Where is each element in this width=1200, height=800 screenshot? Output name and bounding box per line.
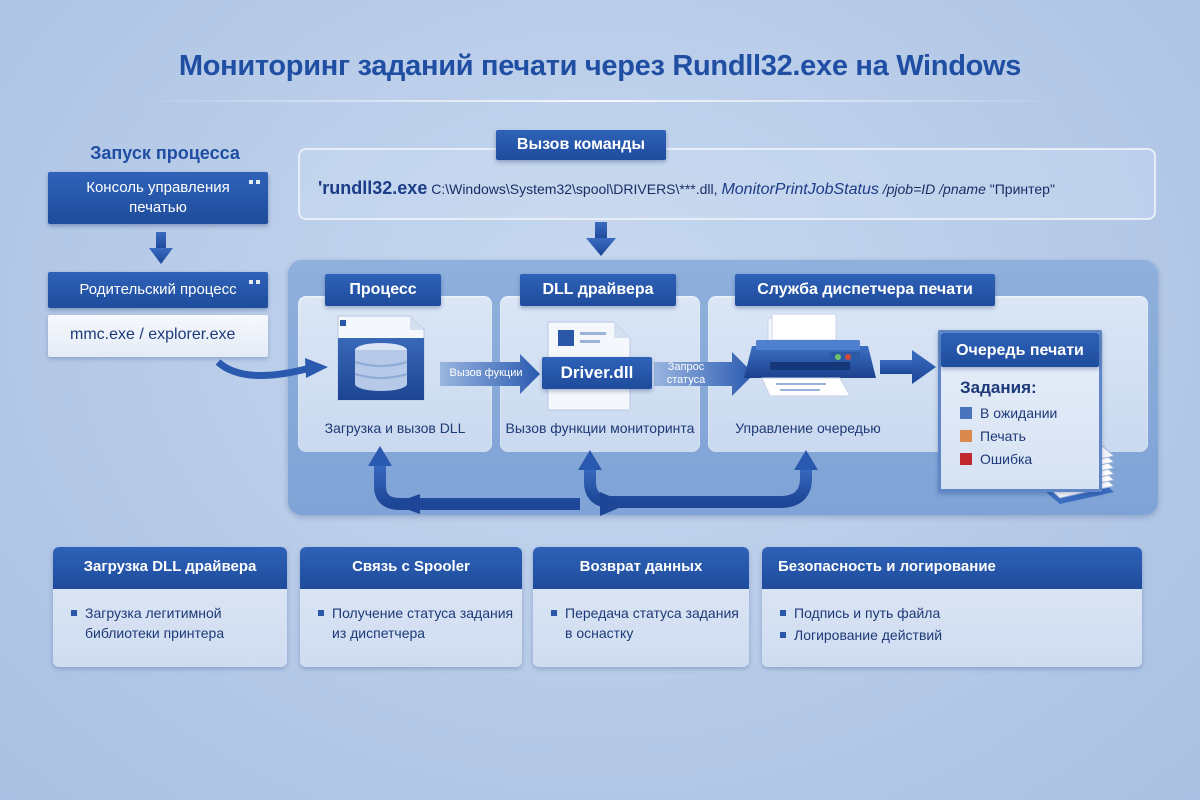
process-label: Процесс	[325, 274, 441, 306]
card-bullet-row: Передача статуса задания в оснастку	[551, 603, 749, 643]
print-queue-title: Очередь печати	[941, 333, 1099, 367]
card-security-logging: Безопасность и логирование Подпись и пут…	[762, 547, 1142, 667]
spooler-label: Служба диспетчера печати	[735, 274, 995, 306]
card-line: Загрузка легитимной	[85, 605, 222, 621]
window-dots-icon	[249, 180, 260, 184]
queue-item-label: Печать	[980, 428, 1026, 444]
queue-item-error: Ошибка	[960, 451, 1032, 467]
call-function-text: Вызов фукции	[449, 367, 523, 379]
parent-exe-box: mmc.exe / explorer.exe	[48, 315, 268, 357]
command-box	[298, 148, 1156, 220]
page-title: Мониторинг заданий печати через Rundll32…	[178, 50, 1022, 82]
down-arrow-console	[149, 232, 173, 264]
driver-dll-label: Driver.dll	[542, 357, 652, 389]
command-printer: "Принтер"	[989, 181, 1055, 197]
queue-item-printing: Печать	[960, 428, 1026, 444]
launch-process-heading: Запуск процесса	[90, 143, 240, 163]
card-line: Логирование действий	[794, 627, 943, 643]
process-window-icon	[337, 315, 425, 401]
card-spooler-link: Связь с Spooler Получение статуса задани…	[300, 547, 522, 667]
status-square-icon	[960, 430, 972, 442]
curved-arrow-to-process	[215, 358, 328, 379]
card-line: Получение статуса задания	[332, 605, 514, 621]
queue-item-waiting: В ожидании	[960, 405, 1057, 421]
bullet-icon	[71, 610, 77, 616]
card-bullet-row: Загрузка легитимной библиотеки принтера	[71, 603, 287, 643]
parent-process-box: Родительский процесс	[48, 272, 268, 308]
arrow-status-request	[654, 352, 754, 396]
card-line: Передача статуса задания	[565, 605, 739, 621]
queue-jobs-label: Задания:	[960, 378, 1037, 397]
queue-item-label: Ошибка	[980, 451, 1033, 467]
card-line: из диспетчера	[332, 625, 426, 641]
process-caption: Загрузка и вызов DLL	[324, 420, 466, 436]
card-title: Загрузка DLL драйвера	[53, 547, 287, 589]
command-args: /pjob=ID /pname	[878, 181, 990, 197]
spooler-caption: Управление очередью	[735, 420, 881, 436]
bullet-icon	[780, 610, 786, 616]
command-line: 'rundll32.exe C:\Windows\System32\spool\…	[318, 178, 1055, 199]
status-request-text-2: статуса	[666, 374, 706, 386]
title-divider	[130, 100, 1070, 102]
command-path: C:\Windows\System32\spool\DRIVERS\***.dl…	[427, 181, 722, 197]
card-driver-dll-loading: Загрузка DLL драйвера Загрузка легитимно…	[53, 547, 287, 667]
print-management-console-box: Консоль управления печатью	[48, 172, 268, 224]
printer-icon	[744, 313, 876, 397]
command-exe: 'rundll32.exe	[318, 178, 428, 198]
dll-caption: Вызов функции мониторинта	[505, 420, 695, 436]
card-title: Связь с Spooler	[300, 547, 522, 589]
bullet-icon	[318, 610, 324, 616]
console-label: Консоль управления печатью	[86, 179, 230, 216]
queue-item-label: В ожидании	[980, 405, 1058, 421]
card-line: библиотеки принтера	[85, 625, 225, 641]
window-dots-icon	[249, 280, 260, 284]
status-square-icon	[960, 453, 972, 465]
status-request-text-1: Запрос	[667, 361, 705, 373]
card-bullet-row: Логирование действий	[780, 625, 1142, 645]
arrow-to-queue	[880, 350, 936, 384]
arrow-call-function	[440, 354, 540, 394]
down-arrow-command	[586, 222, 616, 256]
command-function: MonitorPrintJobStatus	[721, 181, 879, 198]
card-bullet-row: Подпись и путь файла	[780, 603, 1142, 623]
bullet-icon	[551, 610, 557, 616]
card-data-return: Возврат данных Передача статуса задания …	[533, 547, 749, 667]
card-bullet-row: Получение статуса задания из диспетчера	[318, 603, 522, 643]
bullet-icon	[780, 632, 786, 638]
card-title: Безопасность и логирование	[762, 547, 1142, 589]
status-request-text: Запрос статуса	[656, 361, 716, 387]
card-line: в оснастку	[565, 625, 634, 641]
card-line: Подпись и путь файла	[794, 605, 941, 621]
parent-process-label: Родительский процесс	[79, 281, 237, 298]
feedback-loop-arrows	[368, 446, 818, 516]
dll-label: DLL драйвера	[520, 274, 676, 306]
status-square-icon	[960, 407, 972, 419]
command-call-label: Вызов команды	[496, 130, 666, 160]
card-title: Возврат данных	[533, 547, 749, 589]
